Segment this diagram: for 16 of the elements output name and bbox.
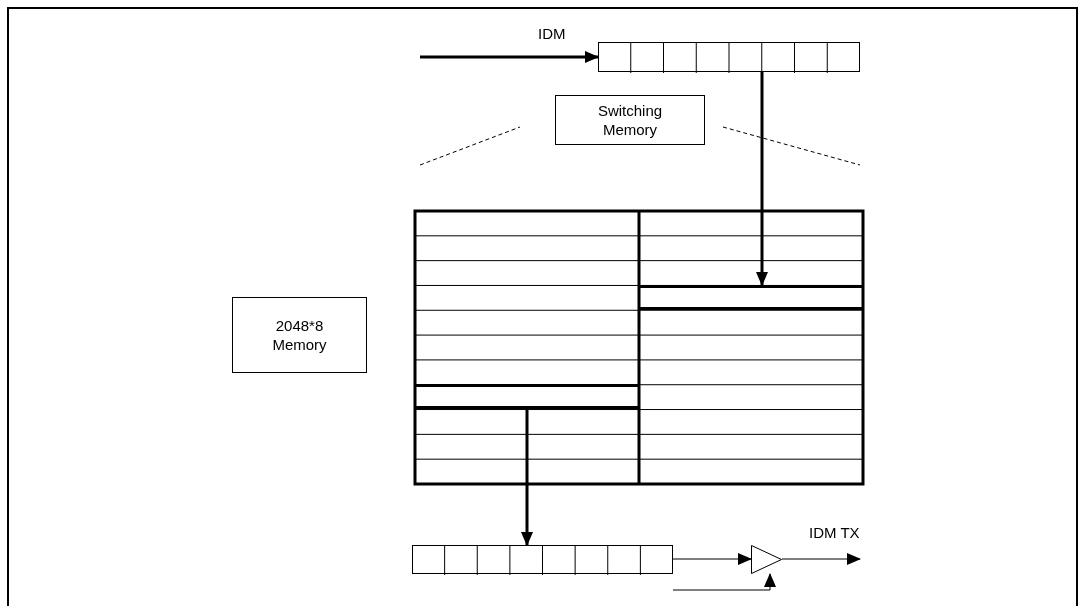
label-box bbox=[232, 297, 367, 373]
memory-slot bbox=[415, 384, 639, 409]
box-label: Switching Memory bbox=[596, 101, 664, 139]
arrow bbox=[756, 72, 768, 286]
memory-grid bbox=[415, 211, 863, 484]
arrow bbox=[781, 553, 861, 565]
memory-slot bbox=[639, 285, 863, 310]
arrow bbox=[521, 409, 533, 546]
arrow bbox=[672, 573, 776, 591]
box-label: 2048*8 Memory bbox=[271, 316, 328, 354]
arrow bbox=[420, 51, 599, 63]
arrow bbox=[672, 553, 752, 565]
register-box bbox=[412, 545, 673, 574]
register-box bbox=[598, 42, 860, 72]
label-box bbox=[555, 95, 705, 145]
buffer-triangle bbox=[751, 545, 782, 574]
